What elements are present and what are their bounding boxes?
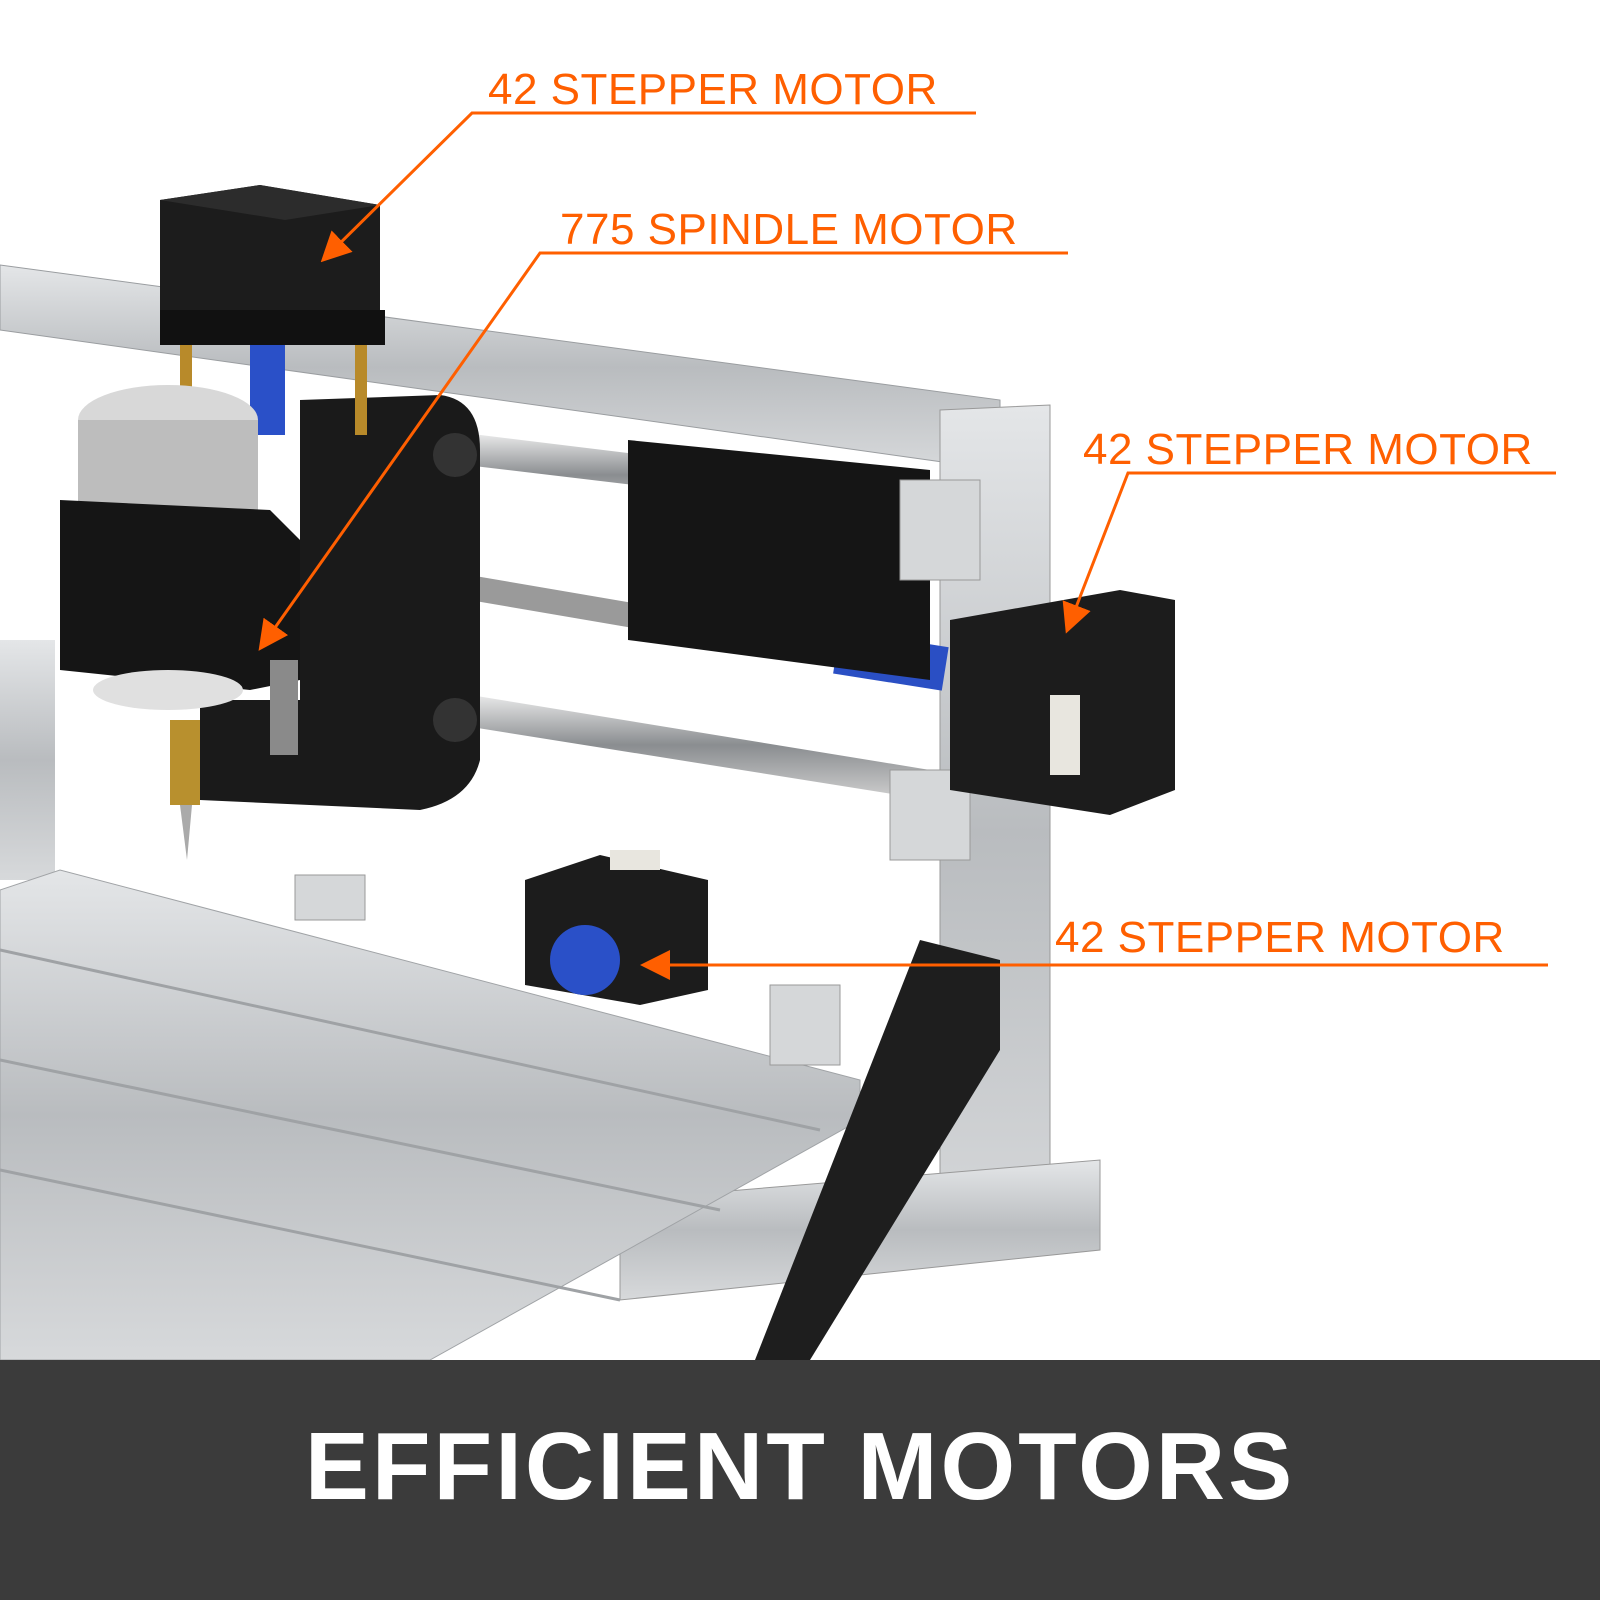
rod-support — [294, 874, 366, 921]
title-banner: EFFICIENT MOTORS — [0, 1360, 1600, 1600]
frame-column-left — [0, 640, 55, 880]
callout-leader-3 — [1062, 471, 1556, 634]
callout-leader-1 — [320, 111, 976, 263]
callout-label-z-stepper: 42 STEPPER MOTOR — [488, 65, 938, 114]
spindle-collet — [170, 720, 200, 805]
callout-label-y-stepper: 42 STEPPER MOTOR — [1055, 913, 1505, 962]
callout-label-spindle: 775 SPINDLE MOTOR — [560, 205, 1018, 254]
banner-title: EFFICIENT MOTORS — [304, 1413, 1296, 1520]
stepper-motor-z — [160, 185, 380, 345]
control-board — [628, 440, 930, 680]
rod-support — [769, 984, 841, 1066]
spindle-mount — [60, 500, 300, 690]
callout-leader-2 — [258, 251, 1068, 651]
callout-lines — [258, 111, 1556, 980]
side-bracket — [755, 940, 1000, 1360]
callout-label-x-stepper: 42 STEPPER MOTOR — [1083, 425, 1533, 474]
guide-rod — [440, 690, 930, 800]
end-block — [899, 479, 981, 581]
cnc-machine-illustration — [0, 185, 1175, 1360]
